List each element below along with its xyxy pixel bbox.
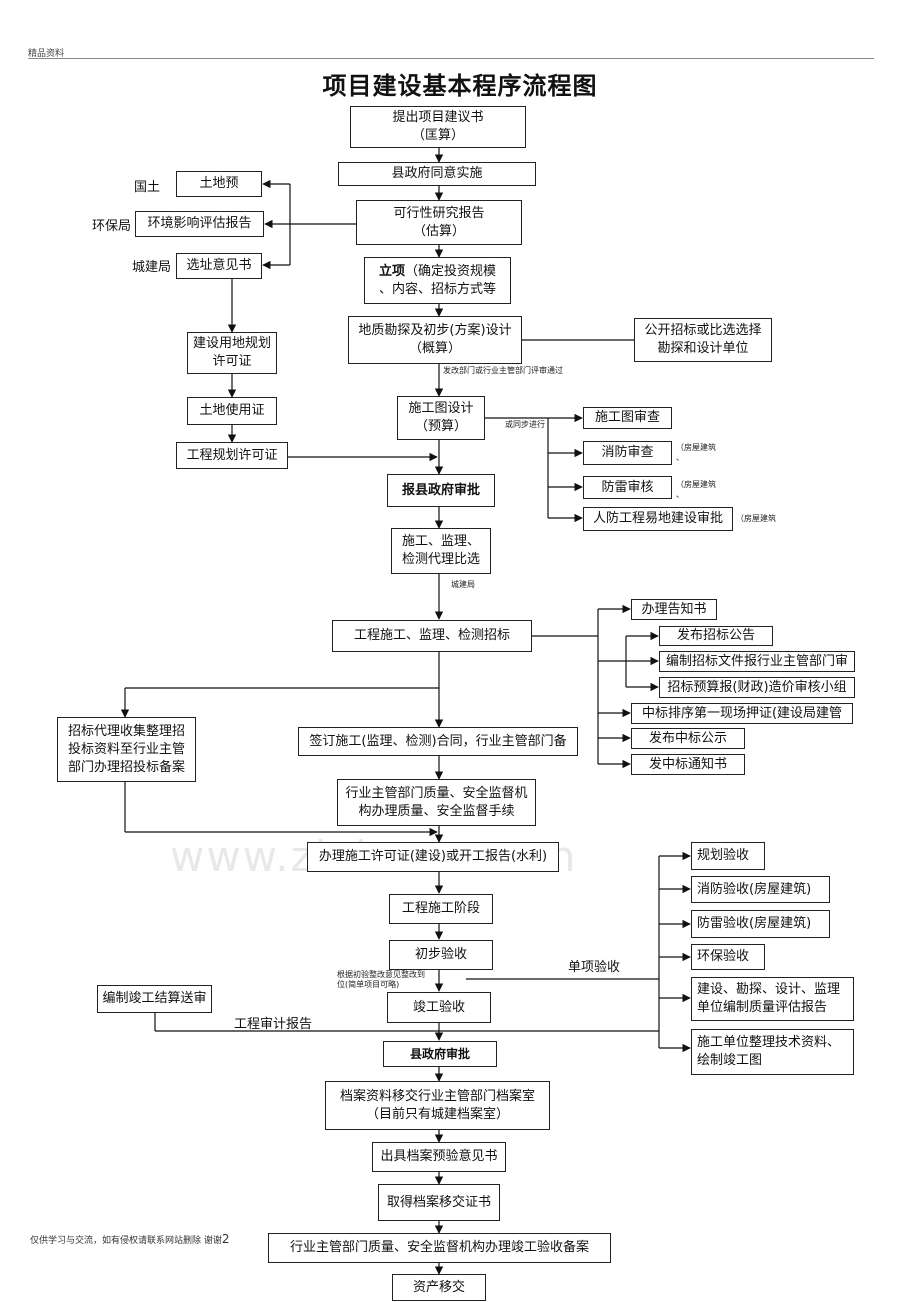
box-land-plan-permit: 建设用地规划 许可证 [187, 332, 277, 374]
box-env-eval: 环境影响评估报告 [135, 211, 264, 237]
box-winner-notice: 发中标通知书 [631, 754, 745, 775]
box-bid-budget: 招标预算报(财政)造价审核小组 [659, 677, 855, 698]
box-land-pre: 土地预 [176, 171, 262, 197]
diagram-title: 项目建设基本程序流程图 [322, 72, 598, 100]
box-settlement: 编制竣工结算送审 [97, 985, 212, 1013]
box-completion-record: 行业主管部门质量、安全监督机构办理竣工验收备案 [268, 1233, 611, 1263]
box-bid-announce: 发布招标公告 [659, 626, 773, 646]
note-house-2: （房屋建筑 、 [676, 480, 716, 499]
box-plan-accept: 规划验收 [691, 842, 765, 870]
page-header: 精品资料 [28, 49, 65, 59]
box-completion-accept: 竣工验收 [387, 992, 491, 1023]
footer-text: 仅供学习与交流，如有侵权请联系网站删除 谢谢 [30, 1236, 222, 1246]
box-notice: 办理告知书 [631, 599, 717, 620]
box-construction-drawing: 施工图设计 （预算） [397, 396, 485, 440]
note-fagai: 发改部门或行业主管部门评审通过 [443, 366, 563, 375]
box-sign-contract: 签订施工(监理、检测)合同，行业主管部门备 [298, 727, 578, 756]
note-rectify: 根据初验整改意见整改到 位(简单项目可略) [337, 970, 425, 989]
box-bid-docs: 编制招标文件报行业主管部门审 [659, 651, 855, 672]
box-land-use-cert: 土地使用证 [187, 397, 277, 425]
box-lixiang: 立项（确定投资规模 、内容、招标方式等 [364, 257, 511, 304]
note-chengjian: 城建局 [451, 580, 475, 589]
box-archive-transfer: 档案资料移交行业主管部门档案室 （目前只有城建档案室） [325, 1081, 550, 1130]
box-county-agree: 县政府同意实施 [338, 162, 536, 186]
box-winner-deposit: 中标排序第一现场押证(建设局建管 [631, 703, 853, 724]
label-audit-report: 工程审计报告 [234, 1017, 313, 1032]
box-agent-collect: 招标代理收集整理招 投标资料至行业主管 部门办理招投标备案 [57, 717, 196, 782]
box-proj-plan-permit: 工程规划许可证 [176, 442, 288, 469]
box-construction-stage: 工程施工阶段 [389, 894, 493, 924]
box-tech-docs: 施工单位整理技术资料、 绘制竣工图 [691, 1029, 854, 1075]
lixiang-rest: （确定投资规模 、内容、招标方式等 [378, 263, 497, 297]
box-archive-opinion: 出具档案预验意见书 [372, 1142, 506, 1172]
box-drawing-review: 施工图审查 [583, 407, 672, 429]
box-site-opinion: 选址意见书 [176, 253, 262, 279]
header-divider [28, 58, 874, 59]
box-public-bid: 公开招标或比选选择 勘探和设计单位 [634, 318, 772, 362]
box-fire-review: 消防审查 [583, 441, 672, 465]
lixiang-bold: 立项 [378, 263, 405, 279]
box-civil-defense: 人防工程易地建设审批 [583, 507, 733, 531]
box-winner-public: 发布中标公示 [631, 728, 745, 749]
label-guotu: 国土 [134, 180, 161, 195]
label-chengjian: 城建局 [132, 260, 172, 275]
box-construction-permit: 办理施工许可证(建设)或开工报告(水利) [307, 842, 559, 872]
note-tongbu: 或同步进行 [505, 420, 545, 429]
page-footer: 仅供学习与交流，如有侵权请联系网站删除 谢谢2 [30, 1232, 230, 1246]
box-lightning-accept: 防雷验收(房屋建筑) [691, 910, 830, 938]
box-survey-design: 地质勘探及初步(方案)设计 （概算） [348, 316, 522, 364]
box-proposal: 提出项目建议书 （匡算） [350, 106, 526, 148]
box-lightning-review: 防雷审核 [583, 476, 672, 499]
box-county-approve-2: 县政府审批 [383, 1041, 497, 1067]
box-county-approve-1: 报县政府审批 [387, 474, 495, 507]
footer-page: 2 [221, 1232, 230, 1246]
box-units-report: 建设、勘探、设计、监理 单位编制质量评估报告 [691, 977, 854, 1021]
box-archive-cert: 取得档案移交证书 [378, 1184, 500, 1221]
label-huanbao: 环保局 [92, 219, 132, 234]
box-quality-safety: 行业主管部门质量、安全监督机 构办理质量、安全监督手续 [337, 779, 536, 826]
note-house-3: （房屋建筑 [736, 514, 776, 523]
box-env-accept: 环保验收 [691, 944, 765, 970]
box-bidding: 工程施工、监理、检测招标 [332, 620, 532, 652]
box-asset-transfer: 资产移交 [392, 1274, 486, 1301]
label-single-accept: 单项验收 [568, 960, 621, 975]
box-prelim-accept: 初步验收 [389, 940, 493, 970]
box-feasibility: 可行性研究报告 （估算） [356, 200, 522, 245]
box-select-agent: 施工、监理、 检测代理比选 [391, 528, 491, 574]
box-fire-accept: 消防验收(房屋建筑) [691, 876, 830, 903]
note-house-1: （房屋建筑 、 [676, 443, 716, 462]
